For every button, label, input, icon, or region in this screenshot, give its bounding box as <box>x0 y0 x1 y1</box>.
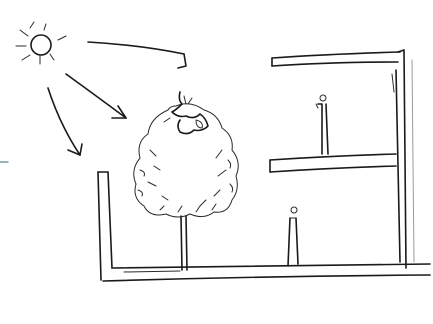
sun-ray-arrow-top <box>88 42 186 68</box>
building-structure <box>270 50 414 268</box>
left-wall <box>98 172 112 280</box>
sun-ray-arrow-middle <box>66 74 126 118</box>
tree-icon <box>134 92 239 270</box>
sun-icon <box>16 22 66 64</box>
ground-line <box>103 264 430 281</box>
sun-ray-arrow-lower <box>48 88 82 155</box>
person-ground-floor <box>288 207 298 266</box>
person-upper-floor <box>316 95 328 154</box>
